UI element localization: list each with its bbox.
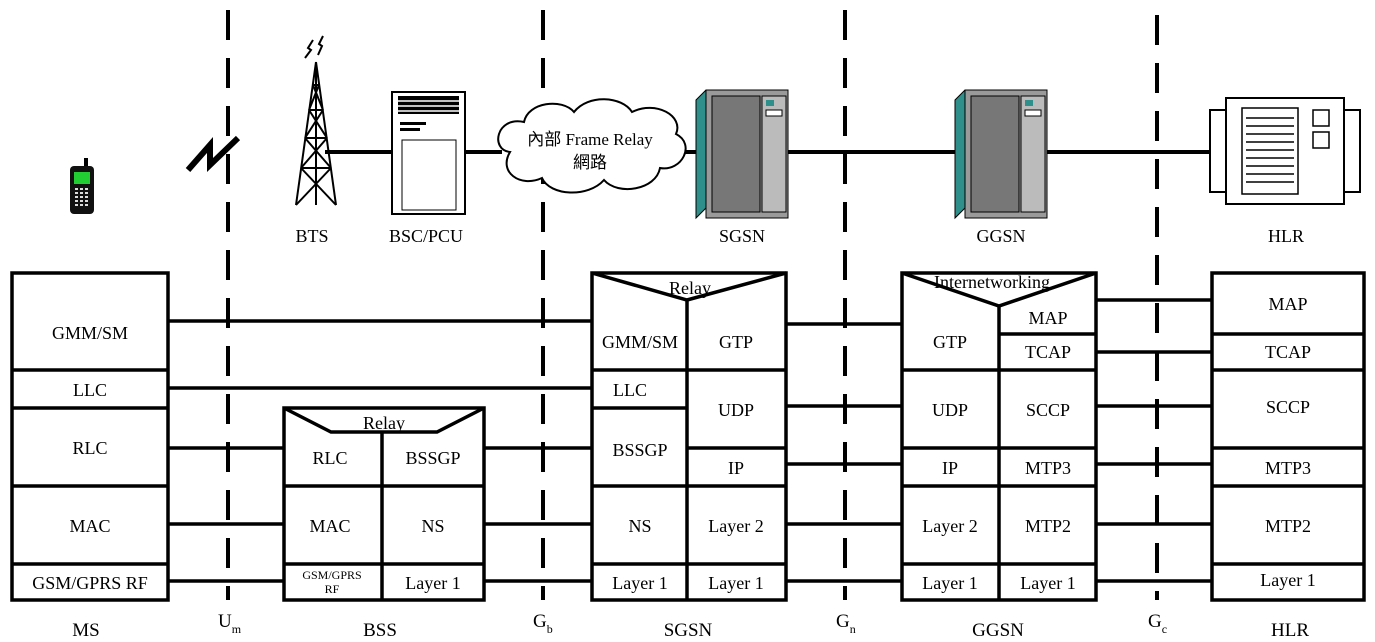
sgsn-udp-layer: UDP (718, 400, 754, 420)
gc-interface-label: Gc (1148, 611, 1167, 636)
hlr-layer1: Layer 1 (1260, 570, 1315, 590)
ggsn-stack-title: GGSN (972, 620, 1024, 641)
ggsn-sccp-layer: SCCP (1026, 400, 1070, 420)
ms-stack-title: MS (72, 620, 99, 641)
bsc-pcu-label: BSC/PCU (389, 226, 463, 246)
ggsn-map-layer: MAP (1028, 308, 1067, 328)
bts-tower-icon (295, 35, 337, 206)
mobile-phone-icon (70, 158, 94, 214)
ms-llc-layer: LLC (73, 380, 107, 400)
ms-rlc-layer: RLC (72, 438, 107, 458)
ms-mac-layer: MAC (69, 516, 110, 536)
ggsn-layer1-left: Layer 1 (922, 573, 977, 593)
ggsn-protocol-stack: Internetworking GTP MAP TCAP UDP SCCP IP… (900, 271, 1098, 602)
peer-connection-lines (168, 298, 1212, 583)
um-interface-label: Um (218, 611, 242, 636)
bts-label: BTS (295, 226, 328, 246)
hlr-mtp3-layer: MTP3 (1265, 458, 1311, 478)
sgsn-llc-layer: LLC (613, 380, 647, 400)
hlr-tcap-layer: TCAP (1265, 342, 1311, 362)
sgsn-bssgp-layer: BSSGP (612, 440, 667, 460)
hlr-mtp2-layer: MTP2 (1265, 516, 1311, 536)
ggsn-mtp3-layer: MTP3 (1025, 458, 1071, 478)
bss-bssgp-layer: BSSGP (405, 448, 460, 468)
cloud-label-line2: 網路 (573, 153, 607, 172)
hlr-sccp-layer: SCCP (1266, 397, 1310, 417)
sgsn-stack-title: SGSN (664, 620, 713, 641)
ms-rf-layer: GSM/GPRS RF (32, 573, 148, 593)
bss-stack-title: BSS (363, 620, 397, 641)
ms-protocol-stack: GMM/SM LLC RLC MAC GSM/GPRS RF (10, 271, 170, 602)
sgsn-protocol-stack: Relay GMM/SM GTP LLC UDP BSSGP IP NS Lay… (590, 271, 788, 602)
hlr-protocol-stack: MAP TCAP SCCP MTP3 MTP2 Layer 1 (1210, 271, 1366, 602)
bss-rlc-layer: RLC (312, 448, 347, 468)
sgsn-gmm-sm-layer: GMM/SM (602, 332, 678, 352)
gn-interface-label: Gn (836, 611, 856, 636)
cloud-label-line1: 內部 Frame Relay (527, 130, 653, 149)
ggsn-layer2: Layer 2 (922, 516, 977, 536)
bss-ns-layer: NS (421, 516, 444, 536)
hlr-switch-icon (1209, 97, 1361, 205)
bss-relay-label: Relay (363, 413, 405, 433)
radio-link-icon (185, 135, 241, 173)
ggsn-ip-layer: IP (942, 458, 958, 478)
bss-rf-layer-line1: GSM/GPRS (302, 568, 361, 582)
ggsn-device-label: GGSN (976, 226, 1025, 246)
sgsn-ip-layer: IP (728, 458, 744, 478)
ggsn-gtp-layer: GTP (933, 332, 967, 352)
sgsn-device-label: SGSN (719, 226, 765, 246)
sgsn-gtp-layer: GTP (719, 332, 753, 352)
bsc-pcu-icon (391, 91, 466, 215)
ggsn-layer1-right: Layer 1 (1020, 573, 1075, 593)
sgsn-layer1-right: Layer 1 (708, 573, 763, 593)
hlr-device-label: HLR (1268, 226, 1304, 246)
ggsn-udp-layer: UDP (932, 400, 968, 420)
ms-gmm-sm-layer: GMM/SM (52, 323, 128, 343)
bss-mac-layer: MAC (309, 516, 350, 536)
sgsn-layer2: Layer 2 (708, 516, 763, 536)
sgsn-ns-layer: NS (628, 516, 651, 536)
gb-interface-label: Gb (533, 611, 553, 636)
bss-rf-layer-line2: RF (325, 582, 340, 596)
sgsn-relay-label: Relay (669, 278, 711, 298)
ggsn-tcap-layer: TCAP (1025, 342, 1071, 362)
hlr-stack-title: HLR (1271, 620, 1309, 641)
bss-protocol-stack: Relay RLC BSSGP MAC NS GSM/GPRS RF Layer… (282, 406, 486, 602)
sgsn-server-icon (695, 89, 789, 220)
ggsn-internetworking-label: Internetworking (934, 272, 1050, 292)
sgsn-layer1-left: Layer 1 (612, 573, 667, 593)
hlr-map-layer: MAP (1268, 294, 1307, 314)
ggsn-server-icon (954, 89, 1048, 220)
bss-layer1: Layer 1 (405, 573, 460, 593)
frame-relay-cloud-icon (497, 98, 687, 194)
ggsn-mtp2-layer: MTP2 (1025, 516, 1071, 536)
